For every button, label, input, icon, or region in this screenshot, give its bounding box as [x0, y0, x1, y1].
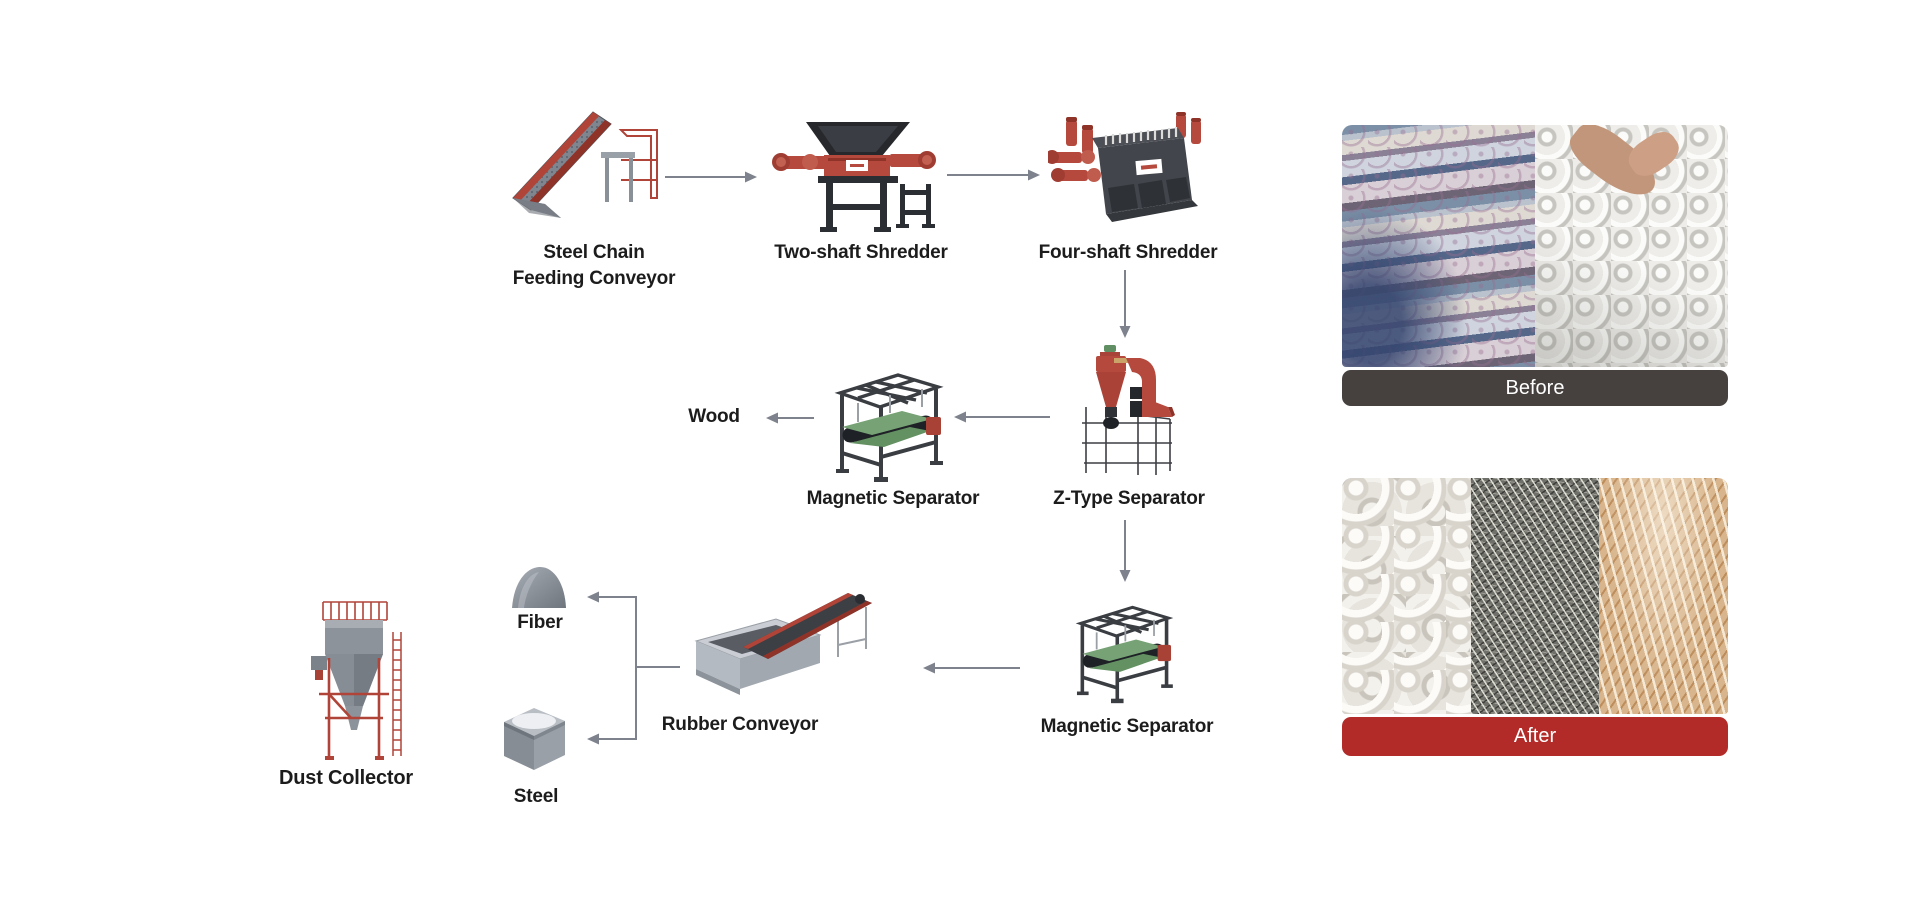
after-banner: After	[1342, 717, 1728, 756]
arrow-z-type-to-magnetic-separator-2	[1119, 520, 1131, 582]
before-photo-strip	[1342, 125, 1728, 367]
feeding-conveyor-label: Steel Chain Feeding Conveyor	[512, 242, 676, 289]
after-photo-shredded-foam	[1342, 478, 1471, 714]
steel-output-label: Steel	[513, 786, 559, 807]
dust-collector-image	[295, 598, 410, 763]
magnetic-separator-1-image	[826, 365, 951, 487]
before-card: Before	[1342, 125, 1728, 406]
before-banner-label: Before	[1505, 376, 1565, 399]
rubber-conveyor-image	[688, 585, 893, 707]
before-photo-stacked-mattresses	[1342, 125, 1535, 367]
after-card: After	[1342, 478, 1728, 756]
magnetic-separator-2-label: Magnetic Separator	[1040, 716, 1214, 737]
arrow-magnetic-separator-1-to-wood	[766, 412, 814, 424]
before-banner: Before	[1342, 370, 1728, 406]
dust-collector-label: Dust Collector	[279, 767, 413, 789]
wood-output-label: Wood	[688, 406, 740, 427]
feeding-conveyor-image	[505, 100, 670, 230]
z-type-separator-label: Z-Type Separator	[1053, 488, 1205, 509]
four-shaft-shredder-image	[1048, 112, 1203, 228]
two-shaft-shredder-image	[768, 122, 943, 237]
z-type-separator-image	[1076, 345, 1176, 480]
magnetic-separator-2-image	[1068, 592, 1180, 714]
after-photo-strip	[1342, 478, 1728, 714]
arrow-four-shaft-to-z-type	[1119, 270, 1131, 338]
arrow-conveyor-to-two-shaft	[665, 171, 757, 183]
steel-output-image	[500, 700, 570, 772]
two-shaft-shredder-label: Two-shaft Shredder	[774, 242, 948, 263]
after-photo-wood-shavings	[1599, 478, 1728, 714]
arrow-z-type-to-magnetic-separator-1	[954, 411, 1050, 423]
hand-on-springs	[1562, 125, 1666, 208]
after-photo-steel-wire	[1470, 478, 1600, 714]
fiber-output-image	[510, 562, 568, 609]
rubber-conveyor-label: Rubber Conveyor	[661, 714, 819, 735]
after-banner-label: After	[1513, 725, 1557, 747]
fiber-output-label: Fiber	[517, 612, 563, 633]
arrow-two-shaft-to-four-shaft	[947, 169, 1040, 181]
arrow-magnetic-separator-2-to-rubber-conveyor	[923, 662, 1020, 674]
four-shaft-shredder-label: Four-shaft Shredder	[1038, 242, 1218, 263]
magnetic-separator-1-label: Magnetic Separator	[806, 488, 980, 509]
before-photo-pocket-springs	[1535, 125, 1728, 367]
